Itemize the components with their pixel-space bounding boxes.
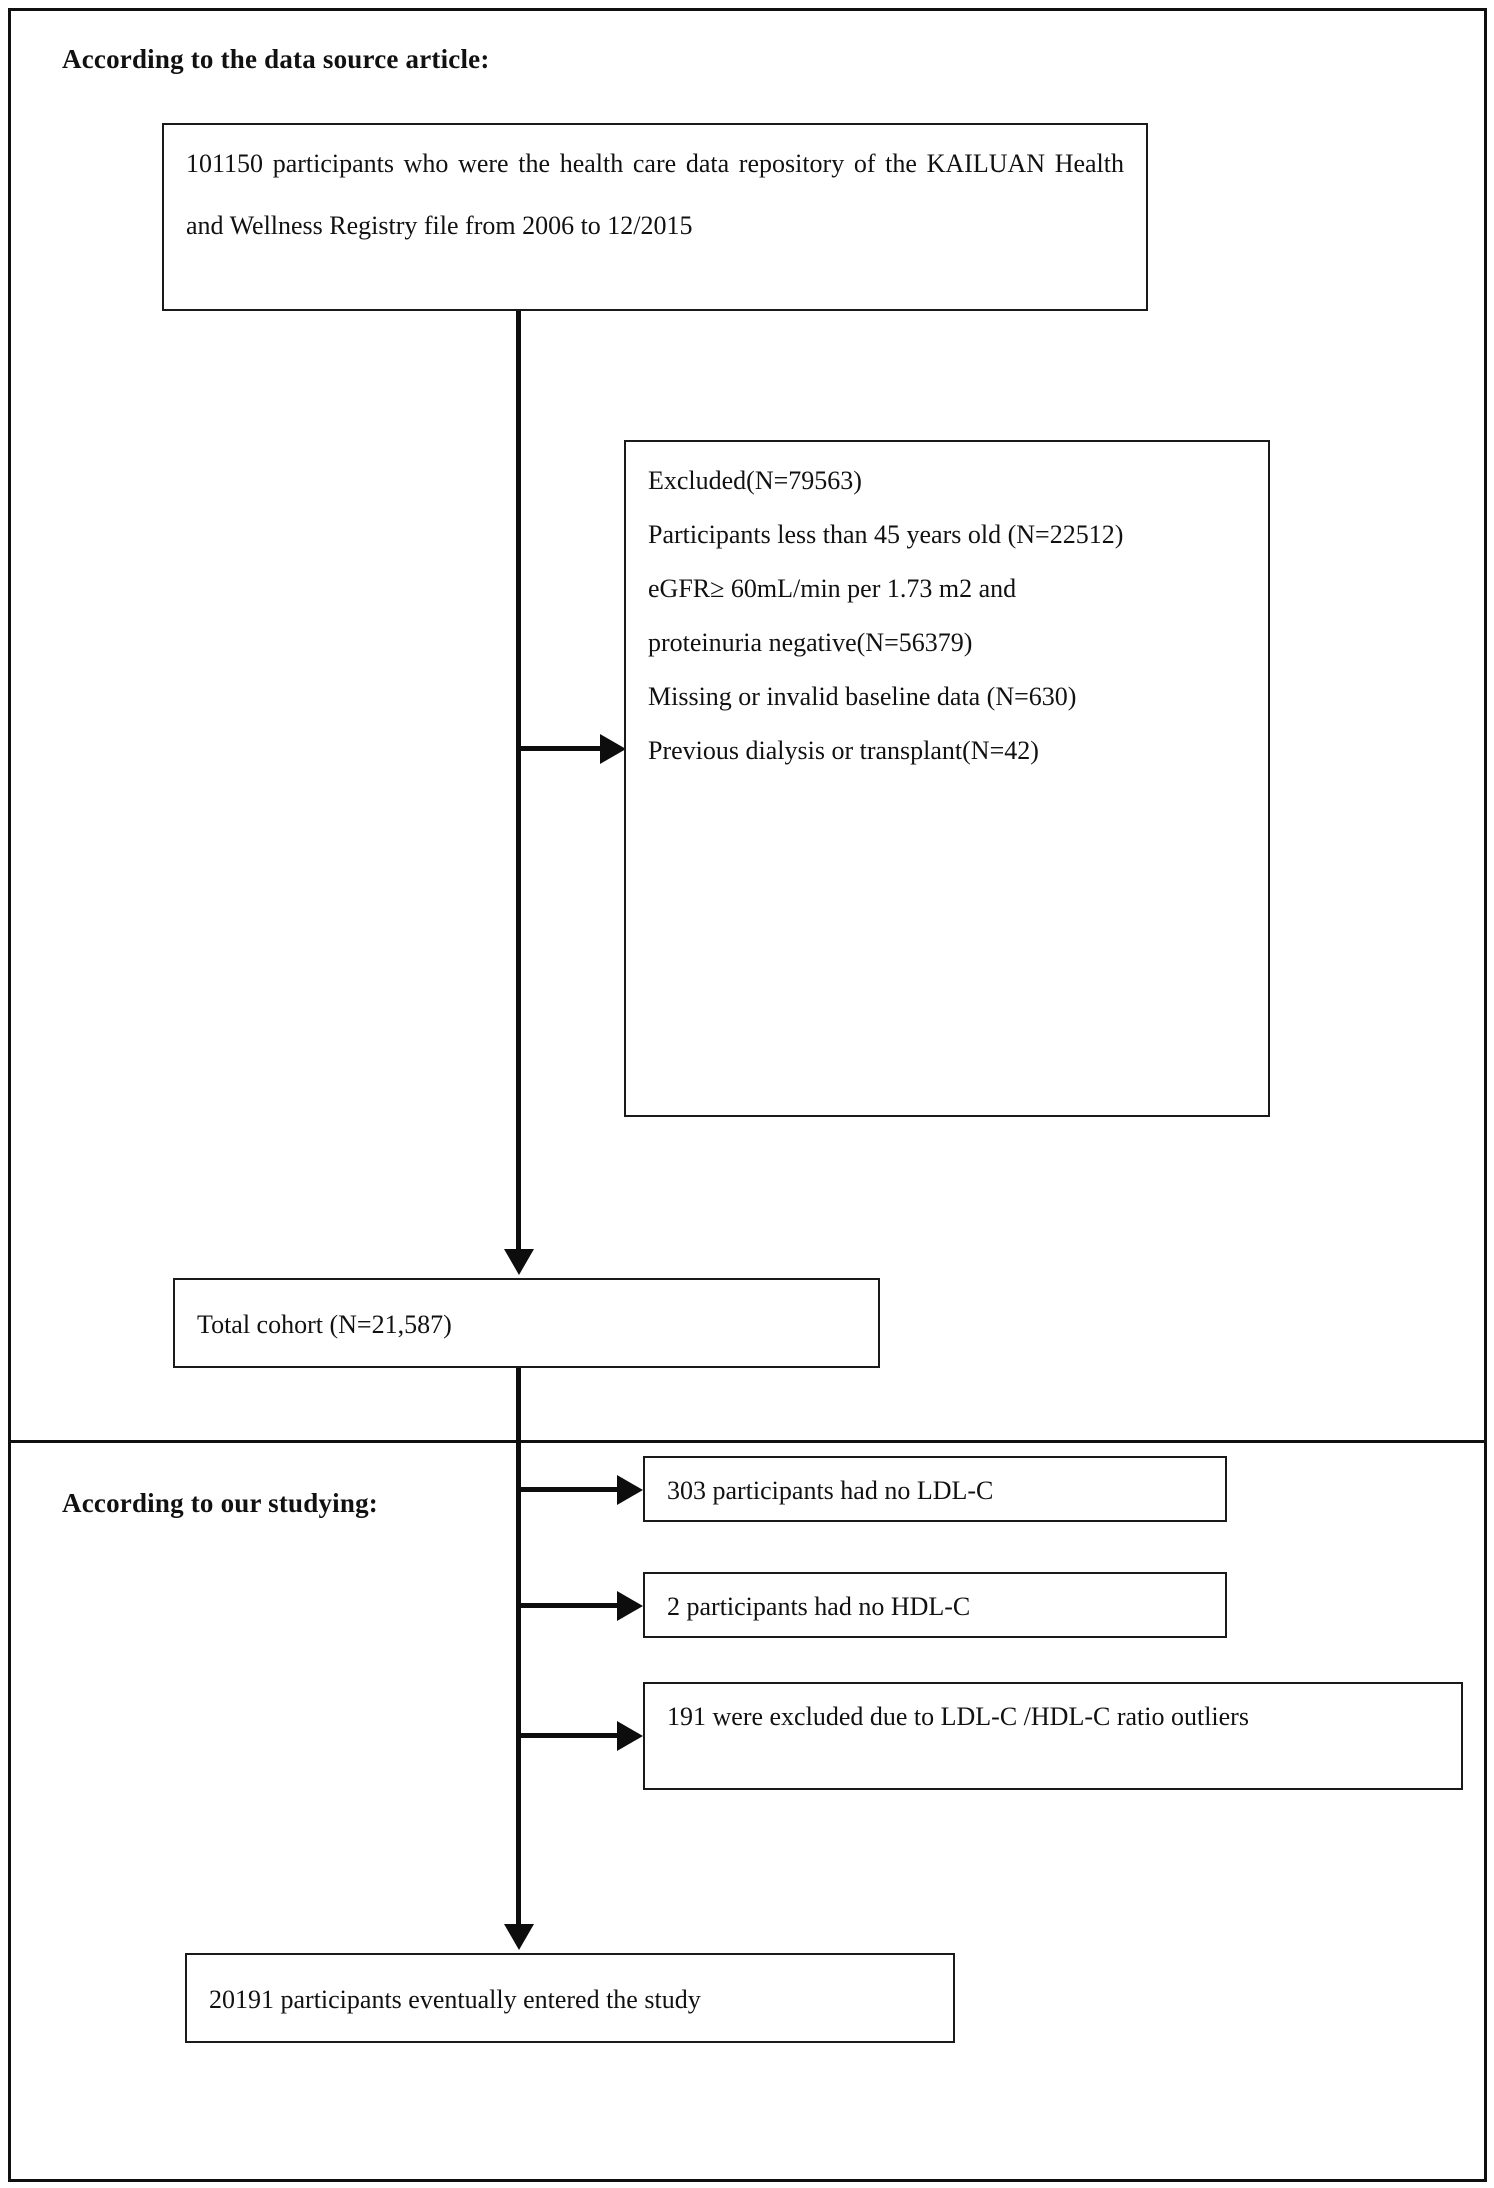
excluded-line-0: Participants less than 45 years old (N=2…	[648, 520, 1124, 549]
box-ratio-outliers: 191 were excluded due to LDL-C /HDL-C ra…	[643, 1682, 1463, 1790]
box-excluded: Excluded(N=79563) Participants less than…	[624, 440, 1270, 1117]
connector-trunk-top	[516, 311, 521, 1251]
arrowhead-right-to-excluded	[600, 734, 626, 764]
excluded-line-4: Previous dialysis or transplant(N=42)	[648, 736, 1039, 765]
arrowhead-right-to-ratio-outliers	[617, 1721, 643, 1751]
box-final-cohort: 20191 participants eventually entered th…	[185, 1953, 955, 2043]
connector-trunk-bottom	[516, 1368, 521, 1928]
box-ratio-outliers-text: 191 were excluded due to LDL-C /HDL-C ra…	[667, 1702, 1249, 1731]
box-no-ldl-c: 303 participants had no LDL-C	[643, 1456, 1227, 1522]
arrowhead-right-to-no-ldl	[617, 1475, 643, 1505]
connector-branch-no-hdl	[520, 1603, 624, 1608]
arrowhead-right-to-no-hdl	[617, 1591, 643, 1621]
section-heading-our-studying: According to our studying:	[62, 1488, 378, 1518]
box-no-hdl-c-text: 2 participants had no HDL-C	[667, 1592, 971, 1621]
box-source-cohort: 101150 participants who were the health …	[162, 123, 1148, 311]
connector-branch-excluded	[520, 746, 608, 751]
excluded-line-2: proteinuria negative(N=56379)	[648, 628, 973, 657]
box-source-cohort-text: 101150 participants who were the health …	[186, 149, 1124, 240]
section-heading-data-source: According to the data source article:	[62, 44, 490, 74]
connector-branch-ratio-outliers	[520, 1733, 624, 1738]
box-no-ldl-c-text: 303 participants had no LDL-C	[667, 1476, 994, 1505]
box-excluded-text: Excluded(N=79563) Participants less than…	[648, 454, 1254, 778]
excluded-heading: Excluded(N=79563)	[648, 466, 862, 495]
box-final-cohort-text: 20191 participants eventually entered th…	[209, 1985, 701, 2014]
outer-frame	[8, 8, 1487, 2182]
excluded-line-3: Missing or invalid baseline data (N=630)	[648, 682, 1077, 711]
connector-branch-no-ldl	[520, 1487, 624, 1492]
box-total-cohort: Total cohort (N=21,587)	[173, 1278, 880, 1368]
section-divider-line	[8, 1440, 1487, 1443]
box-total-cohort-text: Total cohort (N=21,587)	[197, 1310, 452, 1339]
arrowhead-down-to-total-cohort	[504, 1249, 534, 1275]
arrowhead-down-to-final	[504, 1924, 534, 1950]
excluded-line-1: eGFR≥ 60mL/min per 1.73 m2 and	[648, 574, 1017, 603]
box-no-hdl-c: 2 participants had no HDL-C	[643, 1572, 1227, 1638]
